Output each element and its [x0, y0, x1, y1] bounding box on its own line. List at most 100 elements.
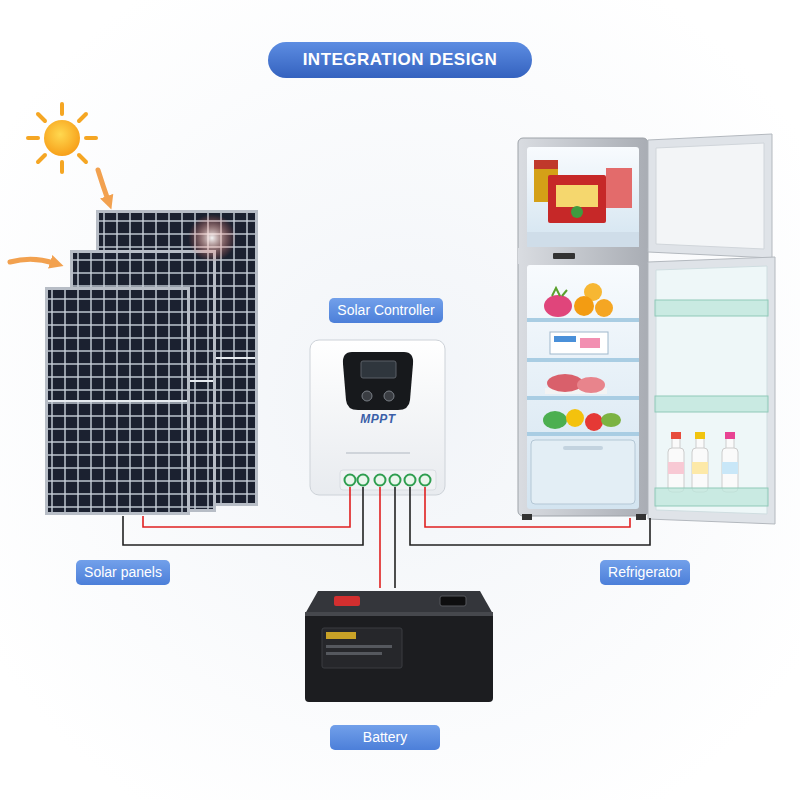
solar-panel-stack: [45, 210, 258, 515]
refrigerator: [518, 134, 775, 524]
solar-charge-controller: [340, 470, 436, 490]
refrigerator: [655, 300, 768, 316]
sunlight-arrow: [98, 170, 108, 200]
refrigerator: [692, 462, 708, 474]
solar-charge-controller: [362, 391, 372, 401]
component-label: Solar Controller: [329, 298, 442, 323]
sun-icon: [79, 114, 86, 121]
refrigerator: [656, 143, 764, 249]
sun-icon: [79, 155, 86, 162]
wire: [123, 487, 363, 545]
solar-charge-controller: [384, 391, 394, 401]
wire: [379, 487, 381, 588]
refrigerator: [725, 432, 735, 439]
component-area: Refrigerator: [520, 135, 775, 518]
solar-charge-controller: [390, 475, 401, 486]
sun-icon: [28, 136, 38, 140]
component-label: Battery: [330, 725, 440, 750]
refrigerator: [527, 358, 639, 362]
battery: [305, 591, 493, 614]
diagram-title: INTEGRATION DESIGN: [268, 42, 532, 78]
solar-charge-controller: [375, 475, 386, 486]
battery: [326, 652, 382, 655]
battery: [326, 645, 392, 648]
refrigerator: [531, 440, 635, 504]
solar-charge-controller: [358, 475, 369, 486]
label-holder: MPPT: [0, 0, 35, 14]
refrigerator: [671, 432, 681, 439]
solar-charge-controller: [420, 475, 431, 486]
component-label: Solar panels: [76, 560, 170, 585]
component-area: Solar panels: [45, 208, 260, 516]
solar-charge-controller: [310, 340, 445, 495]
refrigerator: [636, 514, 646, 520]
wire: [410, 487, 650, 545]
refrigerator: [580, 338, 600, 348]
solar-charge-controller: [361, 361, 396, 378]
solar-panel-stack: [188, 214, 236, 262]
refrigerator: [527, 265, 639, 509]
refrigerator: [577, 377, 605, 393]
power-cable: [410, 487, 650, 545]
refrigerator: [553, 253, 575, 259]
solar-panel-stack: [48, 290, 187, 512]
solar-charge-controller: [343, 352, 413, 410]
solar-panel-stack: [48, 400, 187, 402]
refrigerator: [668, 448, 684, 492]
refrigerator: [543, 411, 567, 429]
battery: [305, 612, 493, 702]
refrigerator: [656, 266, 767, 514]
refrigerator: [655, 488, 768, 506]
refrigerator: [722, 448, 738, 492]
refrigerator: [692, 448, 708, 492]
refrigerator: [518, 138, 648, 516]
wire: [143, 487, 350, 527]
sun-icon: [28, 104, 96, 172]
sunlight-arrow: [10, 259, 54, 263]
solar-charge-controller: [345, 475, 431, 486]
wire: [394, 487, 396, 588]
sun-icon: [60, 104, 64, 114]
refrigerator: [566, 409, 584, 427]
battery: [305, 612, 493, 616]
refrigerator: [648, 257, 775, 524]
refrigerator: [695, 432, 705, 439]
refrigerator: [544, 295, 572, 317]
refrigerator: [571, 206, 583, 218]
refrigerator: [550, 332, 608, 354]
component-label: Refrigerator: [600, 560, 690, 585]
refrigerator: [518, 248, 648, 264]
solar-panel-stack: [45, 287, 190, 515]
component-area: Solar Controller: [310, 340, 445, 487]
battery: [305, 591, 493, 702]
refrigerator: [574, 296, 594, 316]
sun-icon: [44, 120, 80, 156]
refrigerator: [563, 446, 603, 450]
wire: [425, 487, 630, 527]
sunlight-arrow: [10, 170, 108, 263]
refrigerator: [595, 299, 613, 317]
refrigerator: [527, 318, 639, 322]
refrigerator: [585, 413, 603, 431]
battery: [322, 628, 402, 668]
refrigerator: [527, 232, 639, 247]
component-area: Battery: [305, 588, 490, 705]
sun-icon: [86, 136, 96, 140]
refrigerator: [548, 175, 606, 223]
sun-icon: [38, 155, 45, 162]
solar-charge-controller: [346, 452, 410, 454]
power-cable: [123, 487, 363, 545]
refrigerator: [527, 147, 639, 247]
solar-charge-controller: [310, 340, 445, 495]
refrigerator: [554, 336, 576, 342]
refrigerator: [606, 168, 632, 208]
refrigerator: [655, 396, 768, 412]
battery: [334, 596, 360, 606]
title-holder: INTEGRATION DESIGN: [0, 0, 264, 36]
refrigerator: [601, 413, 621, 427]
device-marking: MPPT: [360, 412, 395, 426]
